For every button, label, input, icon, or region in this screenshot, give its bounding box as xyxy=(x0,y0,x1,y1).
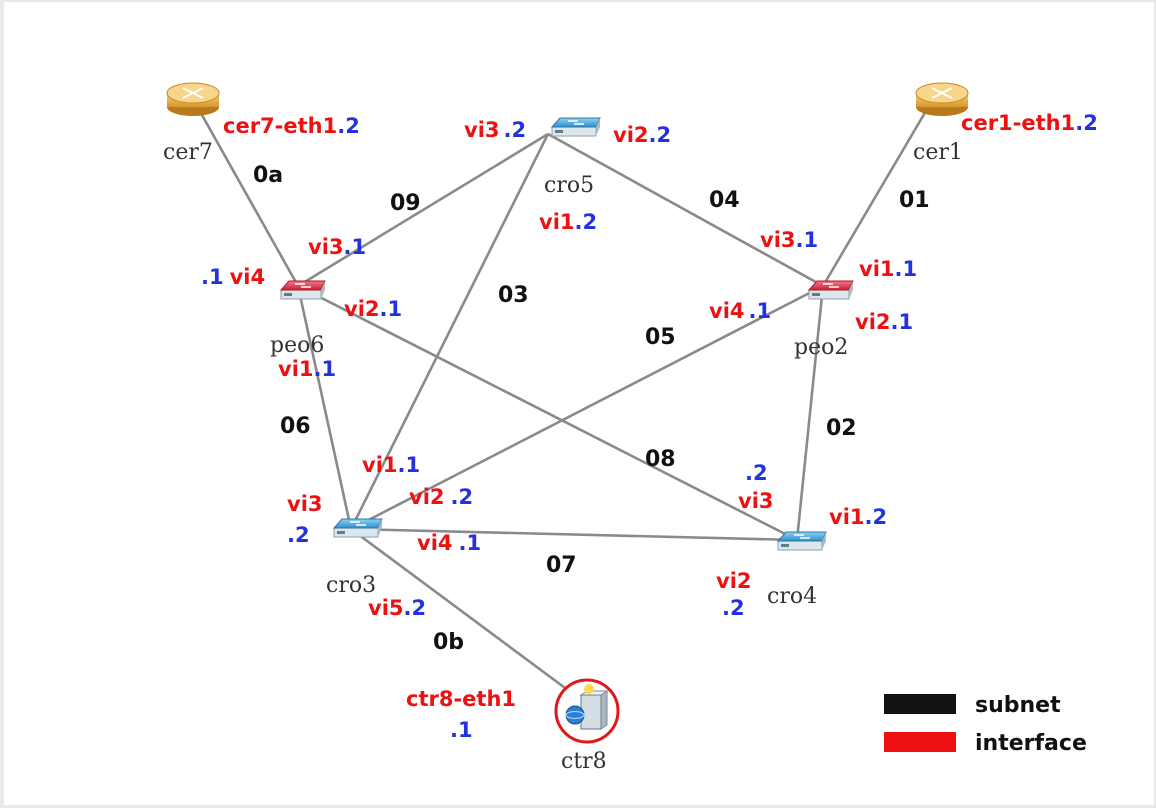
core-switch-icon[interactable] xyxy=(776,531,827,551)
interface-label: vi2 xyxy=(716,569,752,593)
interface-label: vi1.1 xyxy=(278,357,336,381)
link-cer1-peo2 xyxy=(821,98,935,287)
node-label-cer7: cer7 xyxy=(163,140,213,165)
interface-label: vi4.1 xyxy=(417,531,481,555)
subnet-label: 06 xyxy=(280,414,311,439)
interface-label: .2 xyxy=(745,461,768,485)
interface-label: .1 xyxy=(450,718,473,742)
interface-label: vi2.1 xyxy=(344,297,402,321)
interface-label: .2 xyxy=(287,523,310,547)
node-label-cro5: cro5 xyxy=(544,173,594,198)
links xyxy=(191,98,935,704)
node-label-ctr8: ctr8 xyxy=(561,749,607,774)
legend-swatch-subnet xyxy=(884,694,956,714)
subnet-label: 0b xyxy=(433,630,464,655)
link-peo2-cro4 xyxy=(795,285,825,541)
interface-label: vi2.2 xyxy=(613,123,671,147)
interface-labels: cer7-eth1.2 vi3.2 vi2.2 vi1.2 cer1-eth1.… xyxy=(201,111,1098,742)
node-label-cer1: cer1 xyxy=(913,140,963,165)
interface-label: vi3.1 xyxy=(760,228,818,252)
node-label-cro3: cro3 xyxy=(326,573,376,598)
interface-label: vi2.1 xyxy=(855,310,913,334)
link-peo2-cro3 xyxy=(350,284,824,531)
interface-label: cer7-eth1.2 xyxy=(223,114,360,138)
legend: subnet interface xyxy=(884,693,1087,756)
link-cro5-peo2 xyxy=(547,132,824,288)
subnet-labels: 0a 09 04 01 03 05 06 08 02 07 0b xyxy=(253,163,930,655)
link-cro3-cro4 xyxy=(350,527,798,542)
controller-icon[interactable] xyxy=(554,678,620,744)
node-label-peo2: peo2 xyxy=(794,335,848,360)
subnet-label: 08 xyxy=(645,447,676,472)
link-cro5-cro3 xyxy=(349,133,550,530)
subnet-label: 0a xyxy=(253,163,283,188)
node-label-cro4: cro4 xyxy=(767,584,817,609)
legend-swatch-interface xyxy=(884,732,956,752)
ce-router-icon[interactable] xyxy=(915,82,969,116)
interface-label: vi2.2 xyxy=(409,485,473,509)
link-cer7-peo6 xyxy=(191,98,300,287)
interface-label: vi4.1 xyxy=(709,299,771,323)
interface-label: vi1.2 xyxy=(829,505,887,529)
link-peo6-cro3 xyxy=(296,285,353,530)
pe-switch-icon[interactable] xyxy=(279,280,326,300)
node-label-peo6: peo6 xyxy=(270,333,324,358)
subnet-label: 09 xyxy=(390,191,421,216)
interface-label: vi5.2 xyxy=(368,596,426,620)
subnet-label: 05 xyxy=(645,325,676,350)
interface-label: ctr8-eth1 xyxy=(406,687,516,711)
interface-label: vi1.2 xyxy=(539,210,597,234)
subnet-label: 02 xyxy=(826,416,857,441)
interface-label: .2 xyxy=(722,596,745,620)
diagram-canvas: cer7 cer1 cro5 peo6 peo2 xyxy=(4,2,1154,805)
interface-label: vi1.1 xyxy=(859,257,917,281)
link-peo6-cro4 xyxy=(297,284,798,542)
subnet-label: 07 xyxy=(546,553,577,578)
link-cro3-ctr8 xyxy=(350,527,585,704)
legend-label-subnet: subnet xyxy=(975,693,1061,718)
interface-label: vi1.1 xyxy=(362,453,420,477)
subnet-label: 03 xyxy=(498,283,529,308)
core-switch-icon[interactable] xyxy=(550,117,601,137)
interface-label: vi3.2 xyxy=(464,118,526,142)
link-peo6-cro5 xyxy=(297,132,549,288)
legend-label-interface: interface xyxy=(975,731,1087,756)
interface-label: cer1-eth1.2 xyxy=(961,111,1098,135)
subnet-label: 04 xyxy=(709,188,740,213)
subnet-label: 01 xyxy=(899,188,930,213)
interface-label: vi3.1 xyxy=(308,235,366,259)
interface-label: vi3 xyxy=(287,492,323,516)
network-topology-diagram: cer7 cer1 cro5 peo6 peo2 xyxy=(163,82,1098,774)
core-switch-icon[interactable] xyxy=(332,518,383,538)
pe-switch-icon[interactable] xyxy=(807,280,854,300)
ce-router-icon[interactable] xyxy=(166,82,220,116)
interface-label: vi3 xyxy=(738,489,774,513)
